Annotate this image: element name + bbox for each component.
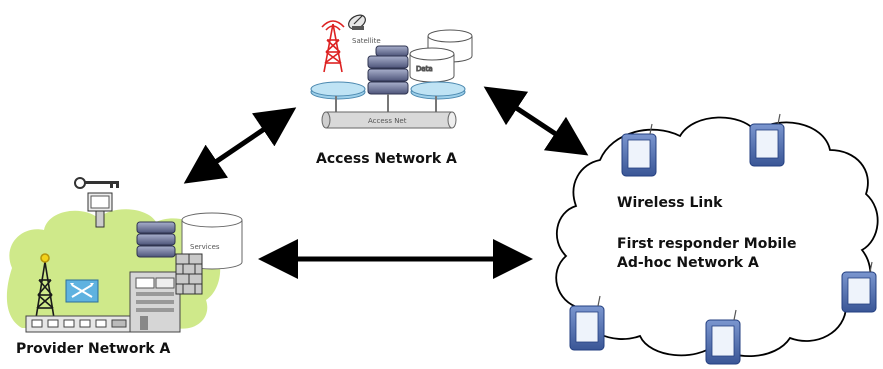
equipment-rack [25,315,133,333]
antenna-tower-icon [321,20,345,73]
arrow-access-manet [483,86,589,156]
mobile-device-icon [569,295,605,351]
manet-network [555,113,879,365]
mobile-device-icon [841,261,877,313]
mobile-device-icon [621,123,657,177]
provider-network-label: Provider Network A [16,341,171,357]
router-icon [410,81,466,100]
building-icon [129,271,181,333]
server-stack-icon [136,221,176,258]
provider-network: Services [6,177,243,333]
key-icon [74,177,119,189]
router-icon [65,279,99,303]
connection-arrows [183,86,589,279]
antenna-tower-icon [35,253,55,319]
backbone-pipe: Access Net [321,111,457,129]
services-label: Services [190,243,220,251]
router-icon [310,81,366,100]
mobile-device-icon [705,309,741,365]
backbone-label: Access Net [368,117,407,125]
arrow-provider-access [183,107,297,184]
manet-title-line2: Ad-hoc Network A [617,255,759,271]
server-stack-icon [367,45,409,95]
satellite-dish-icon: Satellite [348,14,381,45]
terminal-icon [87,192,113,228]
access-network-label: Access Network A [316,151,457,167]
manet-title-line1: First responder Mobile [617,236,797,252]
wireless-link-label: Wireless Link [617,195,723,211]
database-icon: Data [409,29,473,83]
satellite-label: Satellite [352,37,381,45]
data-label: Data [416,65,433,73]
mobile-device-icon [749,113,785,167]
access-network: Satellite Data [310,14,473,129]
firewall-icon [175,253,203,295]
